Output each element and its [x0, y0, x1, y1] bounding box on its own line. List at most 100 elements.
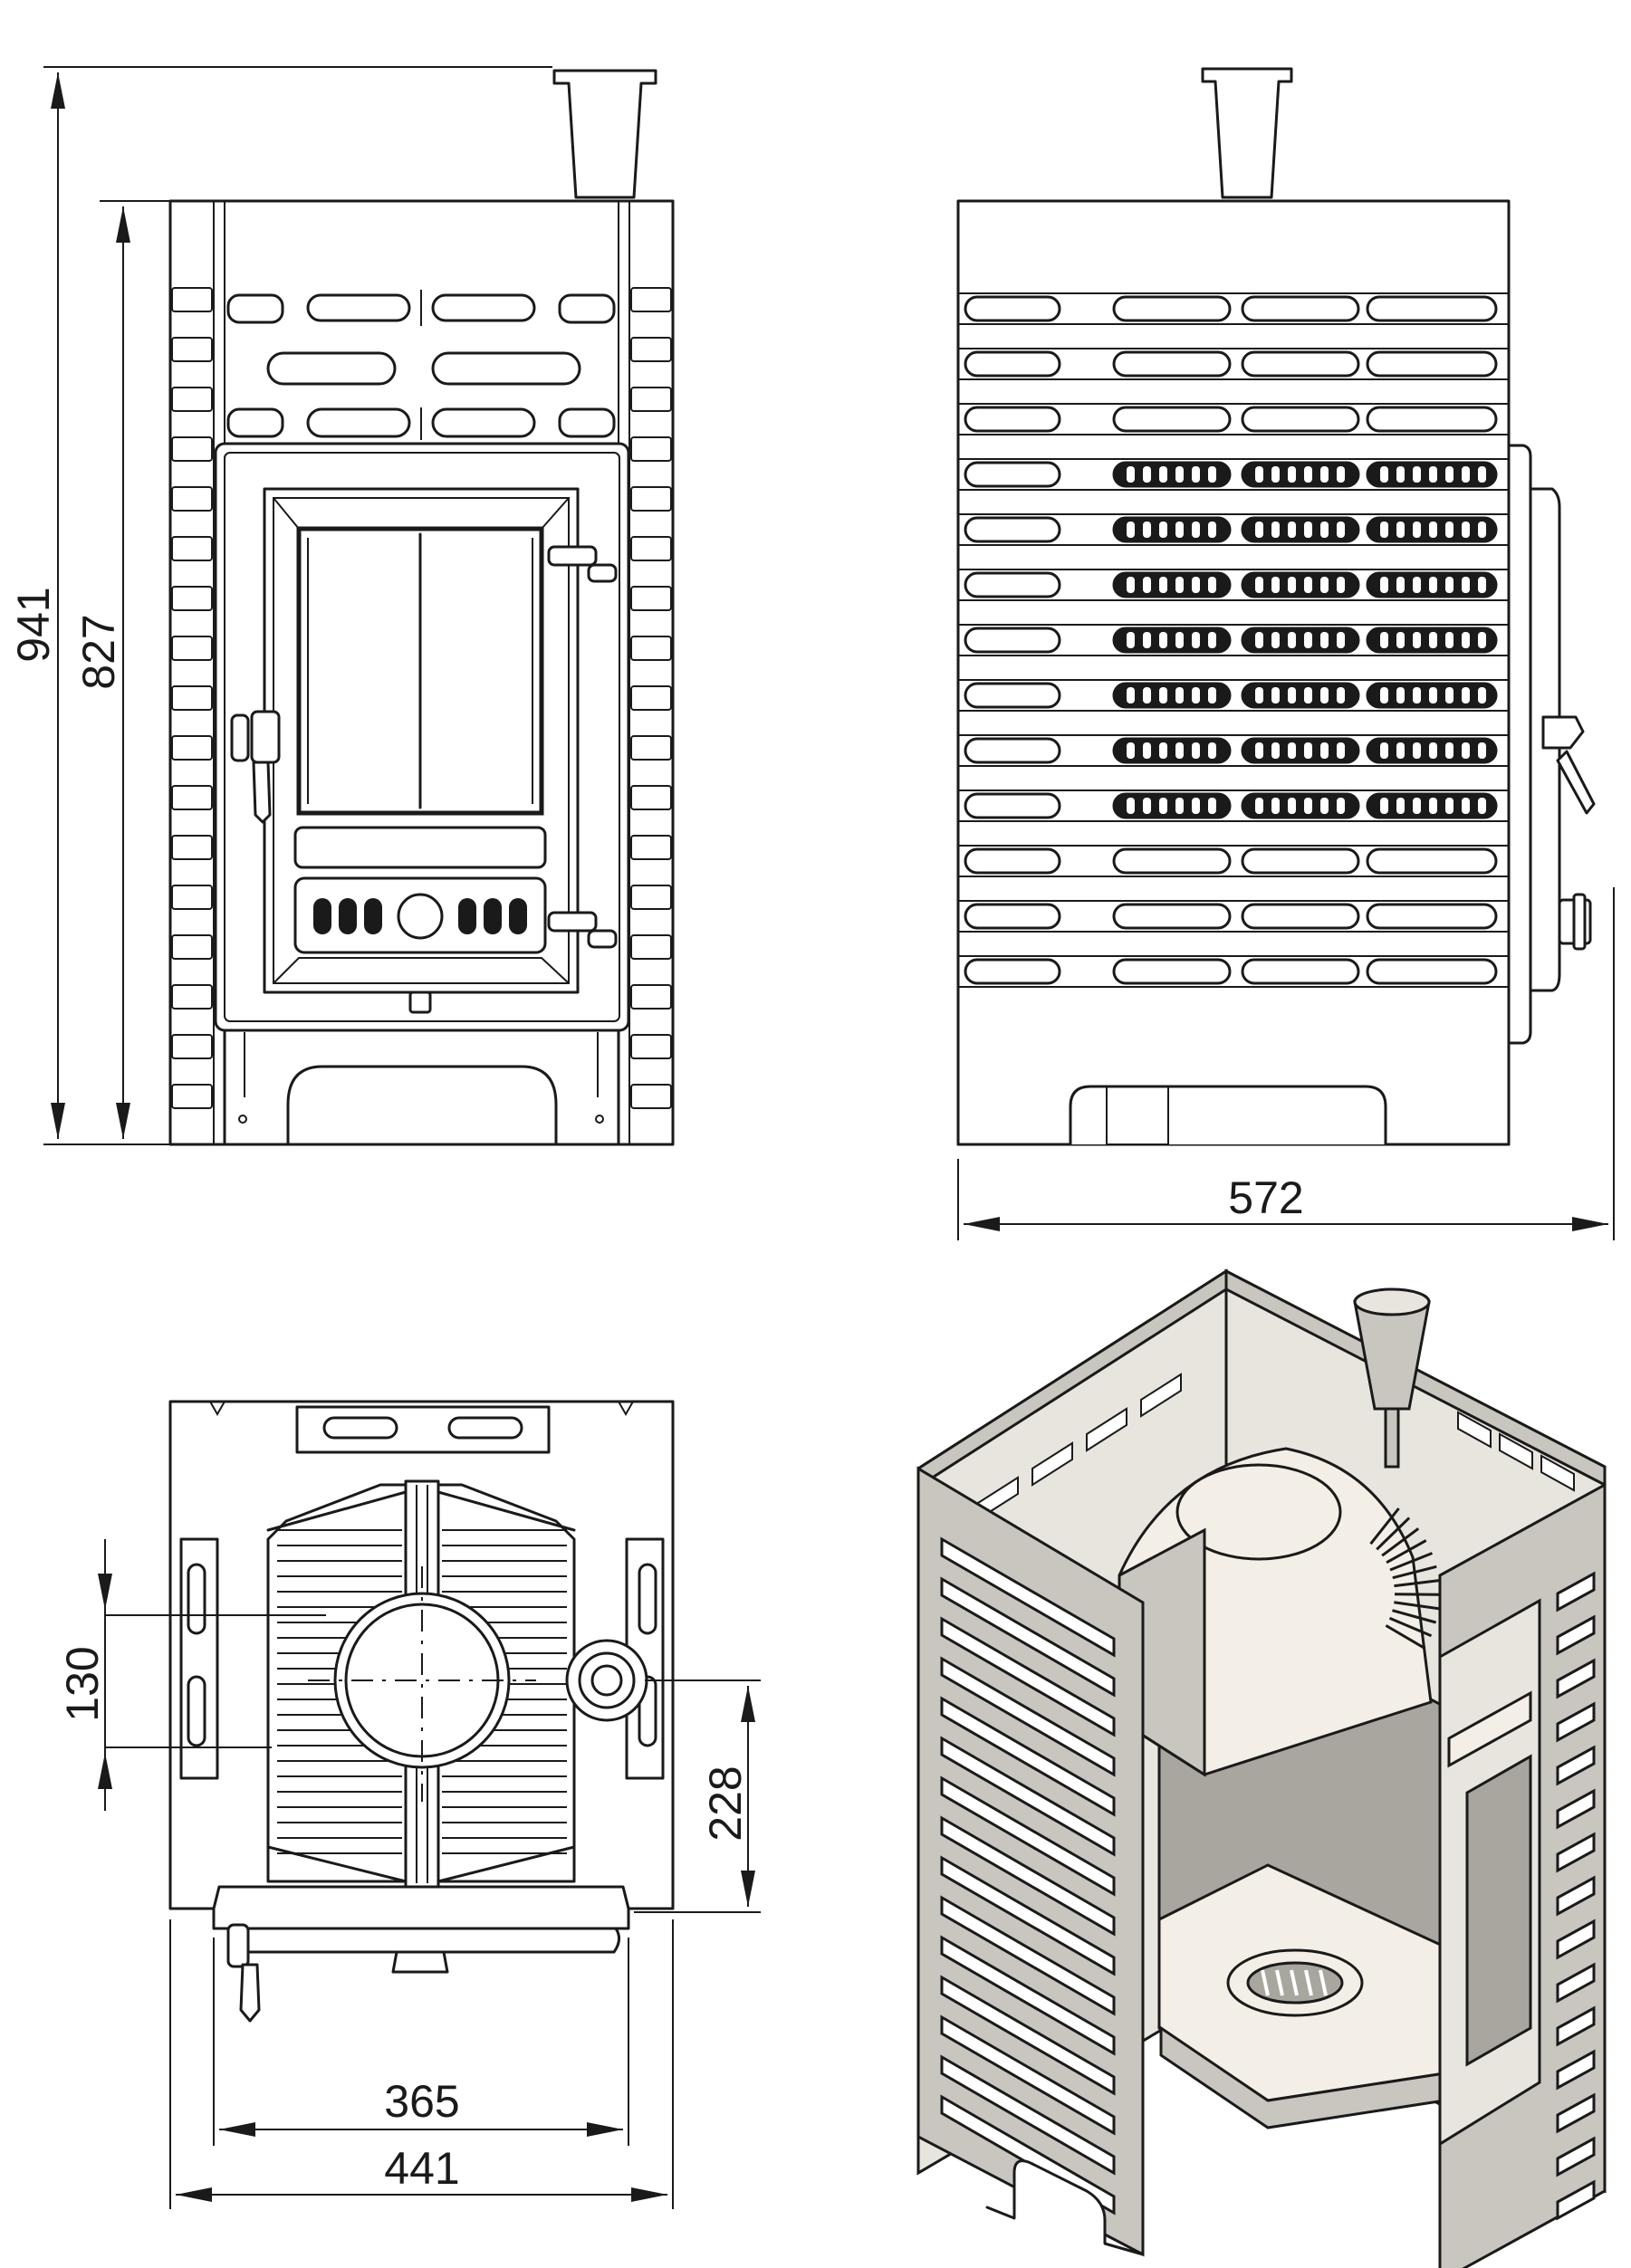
side-slot-bar	[1208, 632, 1216, 648]
side-slot-bar	[1288, 522, 1296, 538]
side-slot-bar	[1271, 687, 1280, 703]
iso-fin	[1394, 1593, 1441, 1596]
side-slot-bar	[1175, 632, 1184, 648]
side-slot-bar	[1462, 466, 1470, 483]
top-handle-icon[interactable]	[226, 1923, 261, 2023]
iso-grate-bar	[1290, 1969, 1299, 1996]
side-slot-bar	[1462, 522, 1470, 538]
side-grille-slot	[1241, 958, 1360, 985]
iso-fin	[1369, 1507, 1400, 1545]
iso-left-slot	[940, 1815, 1116, 1937]
iso-left-slot	[940, 2054, 1116, 2176]
side-slot-bar	[1478, 522, 1486, 538]
side-grille-slot	[1112, 461, 1232, 488]
side-slot-bar	[1288, 632, 1296, 648]
side-slot-bar	[1337, 742, 1345, 759]
side-slot-bar	[1304, 466, 1312, 483]
iso-right-slot	[1556, 1701, 1596, 1743]
side-grille-slot	[964, 406, 1061, 433]
iso-right-slot	[1556, 1571, 1596, 1612]
side-slot-bar	[1127, 798, 1135, 814]
front-right-rung	[630, 785, 672, 810]
side-door-profile[interactable]	[1507, 444, 1532, 1045]
side-grille-slot	[1366, 406, 1498, 433]
side-slot-bar	[1143, 577, 1151, 593]
front-right-rung	[630, 337, 672, 362]
side-knob-icon[interactable]	[1558, 893, 1592, 951]
side-slot-bar	[1304, 522, 1312, 538]
side-slot-bar	[1143, 466, 1151, 483]
side-grille-slot	[1241, 737, 1360, 764]
front-right-rung	[630, 1084, 672, 1109]
side-slot-bar	[1478, 687, 1486, 703]
top-dimension-lines	[98, 1539, 761, 2209]
iso-left-slot	[940, 1576, 1116, 1698]
front-right-rung	[630, 387, 672, 412]
side-slot-bar	[1380, 632, 1388, 648]
side-slot-bar	[1159, 798, 1167, 814]
side-grille-slot	[964, 847, 1061, 875]
side-slot-bar	[1337, 632, 1345, 648]
front-left-rung	[171, 387, 213, 412]
side-slot-bar	[1192, 687, 1200, 703]
side-slot-bar	[1320, 742, 1329, 759]
side-grille-slot	[1241, 295, 1360, 322]
side-slot-bar	[1127, 632, 1135, 648]
side-grille-slot	[1112, 516, 1232, 543]
side-slot-bar	[1288, 742, 1296, 759]
front-door-hinges	[547, 545, 618, 949]
side-slot-bar	[1429, 466, 1437, 483]
side-slot-bar	[1429, 742, 1437, 759]
side-slot-bar	[1478, 632, 1486, 648]
side-grille-slot	[964, 792, 1061, 819]
front-left-rung	[171, 835, 213, 860]
iso-fin	[1376, 1517, 1411, 1551]
side-slot-bar	[1462, 687, 1470, 703]
side-slot-bar	[1159, 742, 1167, 759]
side-grille-slot	[1366, 847, 1498, 875]
dimension-body-height: 827	[73, 614, 124, 689]
side-slot-bar	[1320, 522, 1329, 538]
side-grille-slot	[1112, 792, 1232, 819]
side-slot-bar	[1396, 466, 1405, 483]
side-grille-slot	[964, 627, 1061, 654]
side-slot-bar	[1462, 577, 1470, 593]
side-slot-bar	[1320, 466, 1329, 483]
side-slot-bar	[1208, 466, 1216, 483]
front-dimension-lines	[43, 66, 552, 1145]
front-right-rung	[630, 735, 672, 761]
side-base	[956, 1085, 1511, 1146]
side-handle-icon[interactable]	[1541, 715, 1596, 815]
side-slot-bar	[1288, 687, 1296, 703]
side-grille-slot	[1112, 571, 1232, 598]
air-intake-holes	[313, 893, 527, 940]
side-slot-bar	[1429, 522, 1437, 538]
side-slot-bar	[1337, 466, 1345, 483]
side-slot-bar	[1255, 798, 1263, 814]
dimension-side-depth: 572	[1228, 1172, 1303, 1223]
iso-right-slot	[1556, 1832, 1596, 1873]
side-slot-bar	[1175, 742, 1184, 759]
side-slot-bar	[1445, 466, 1454, 483]
side-grille-slot	[1112, 903, 1232, 930]
top-flue-collar	[333, 1592, 511, 1769]
top-secondary-outlet	[565, 1639, 648, 1722]
air-intake-slider[interactable]	[293, 876, 547, 954]
side-slot-bar	[1445, 742, 1454, 759]
front-door-handle-icon[interactable]	[230, 710, 281, 824]
side-slot-bar	[1380, 742, 1388, 759]
side-slot-bar	[1445, 577, 1454, 593]
side-slot-bar	[1320, 687, 1329, 703]
side-slot-bar	[1413, 632, 1421, 648]
side-grille-slot	[964, 295, 1061, 322]
side-slot-bar	[1320, 798, 1329, 814]
side-slot-bar	[1413, 687, 1421, 703]
side-grille-slot	[1241, 682, 1360, 709]
side-slot-bar	[1337, 687, 1345, 703]
side-grille-slot	[1241, 461, 1360, 488]
front-left-rung	[171, 337, 213, 362]
iso-flue-pipe	[1353, 1287, 1431, 1469]
front-left-rung	[171, 885, 213, 910]
side-dimension-lines	[957, 887, 1615, 1240]
iso-left-slot	[940, 1895, 1116, 2016]
